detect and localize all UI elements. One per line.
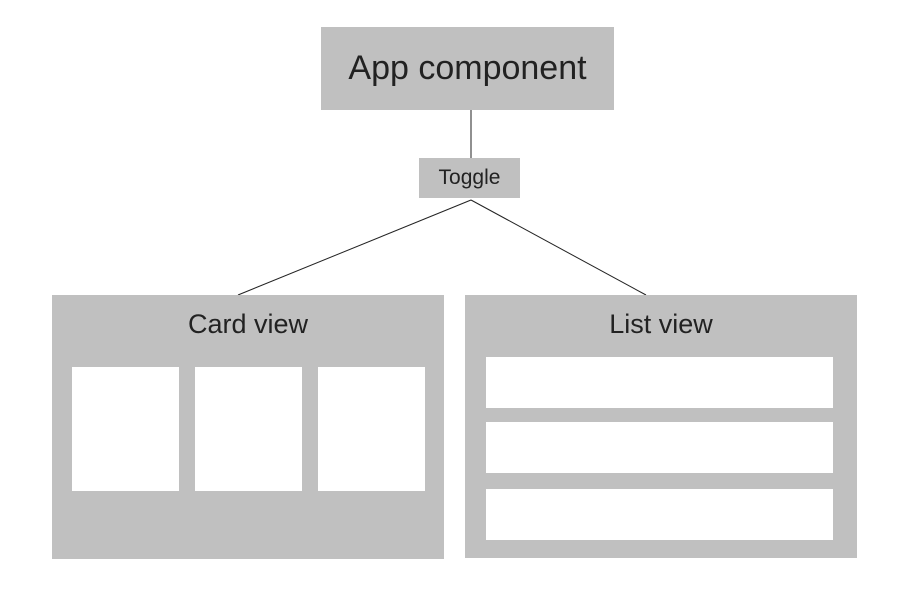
app-component-box: App component	[321, 27, 614, 110]
toggle-box: Toggle	[419, 158, 520, 198]
toggle-label: Toggle	[438, 166, 501, 189]
toggle-to-list-view-line	[470, 199, 647, 296]
app-component-label: App component	[348, 49, 587, 87]
card-placeholder	[195, 367, 302, 491]
list-view-label: List view	[609, 309, 713, 339]
list-row-placeholder	[486, 422, 833, 473]
card-view-box: Card view	[52, 295, 444, 559]
card-placeholder	[318, 367, 425, 491]
list-row-placeholder	[486, 357, 833, 408]
card-view-label: Card view	[187, 309, 309, 339]
card-placeholder	[72, 367, 179, 491]
list-view-box: List view	[465, 295, 857, 558]
toggle-to-card-view-line	[237, 199, 472, 296]
list-row-placeholder	[486, 489, 833, 540]
